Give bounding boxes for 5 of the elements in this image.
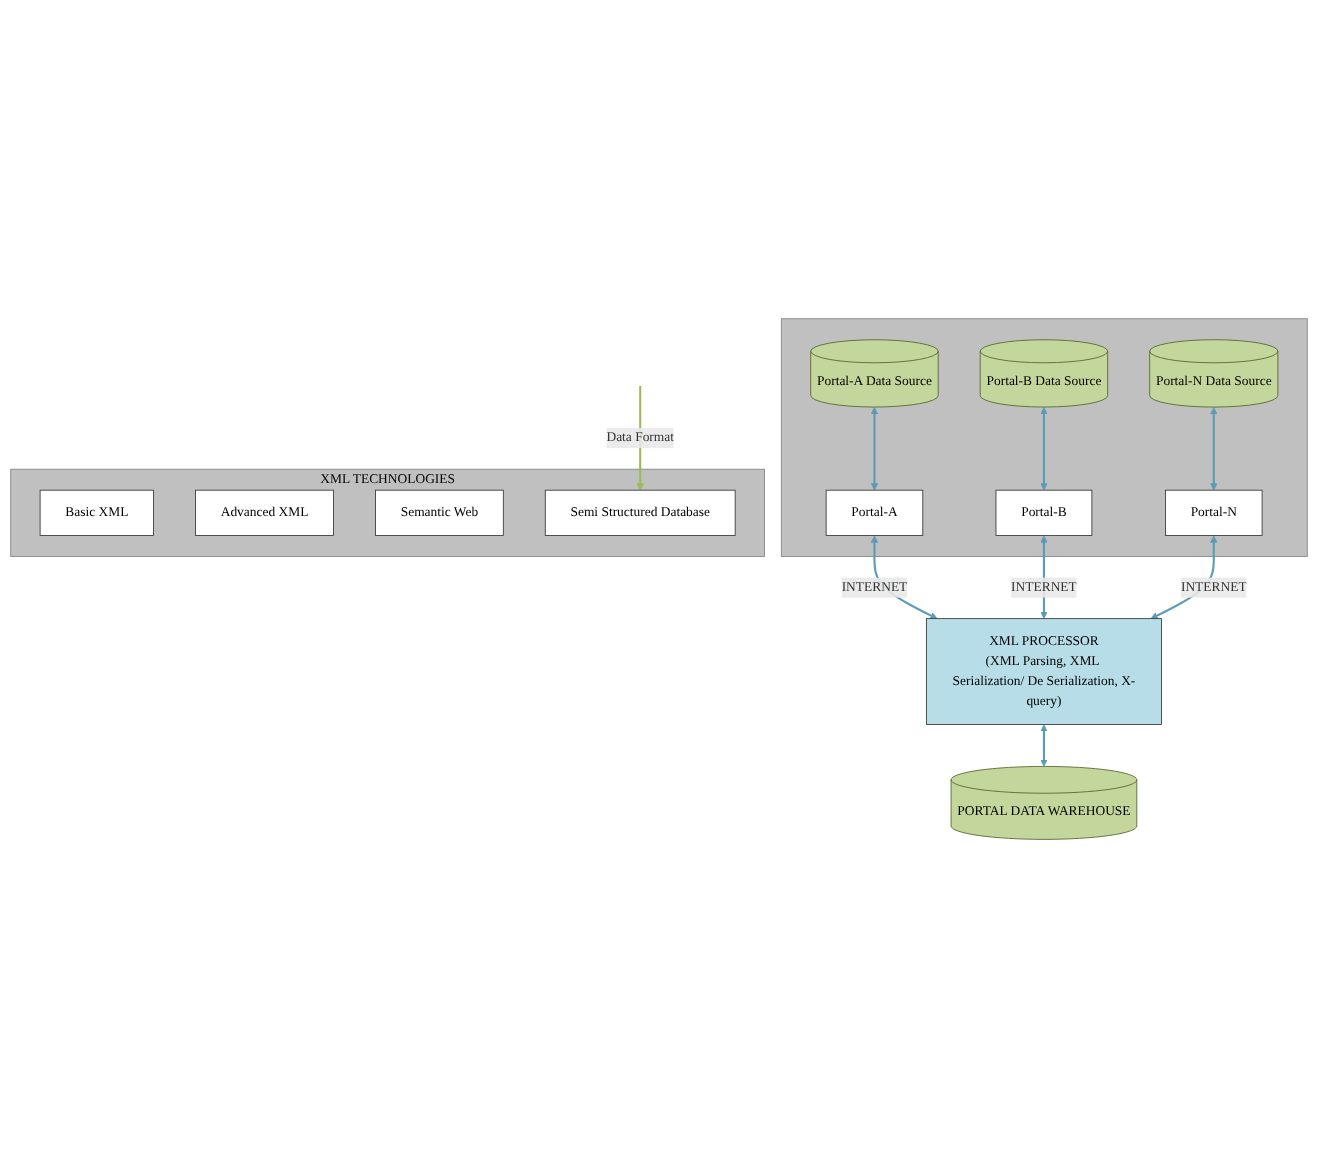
arrow xyxy=(1040,725,1048,768)
cluster xyxy=(780,319,1308,558)
arrow xyxy=(1210,408,1218,492)
arrow xyxy=(870,407,879,492)
arrow xyxy=(1040,407,1048,492)
